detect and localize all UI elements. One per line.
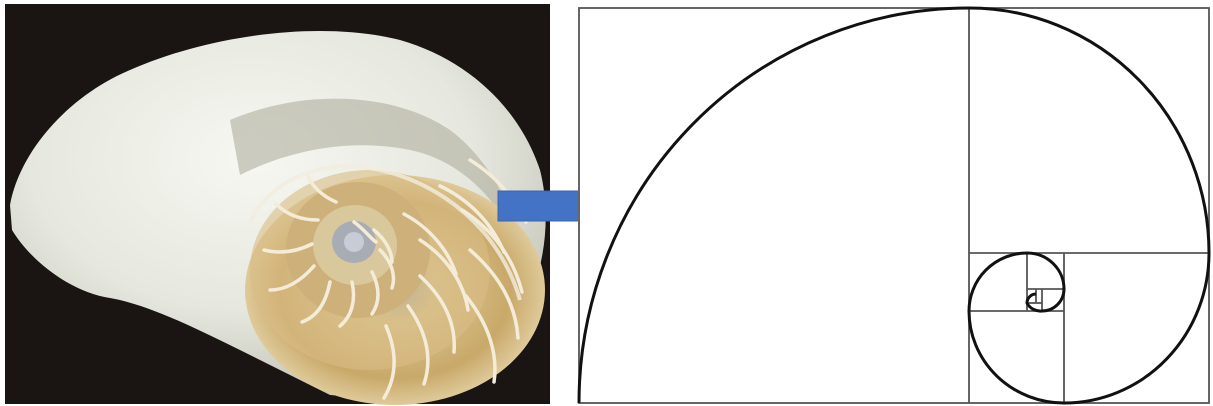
nautilus-shell-photo xyxy=(5,4,550,405)
diagram-background xyxy=(578,7,1210,404)
golden-spiral-diagram xyxy=(578,7,1210,404)
